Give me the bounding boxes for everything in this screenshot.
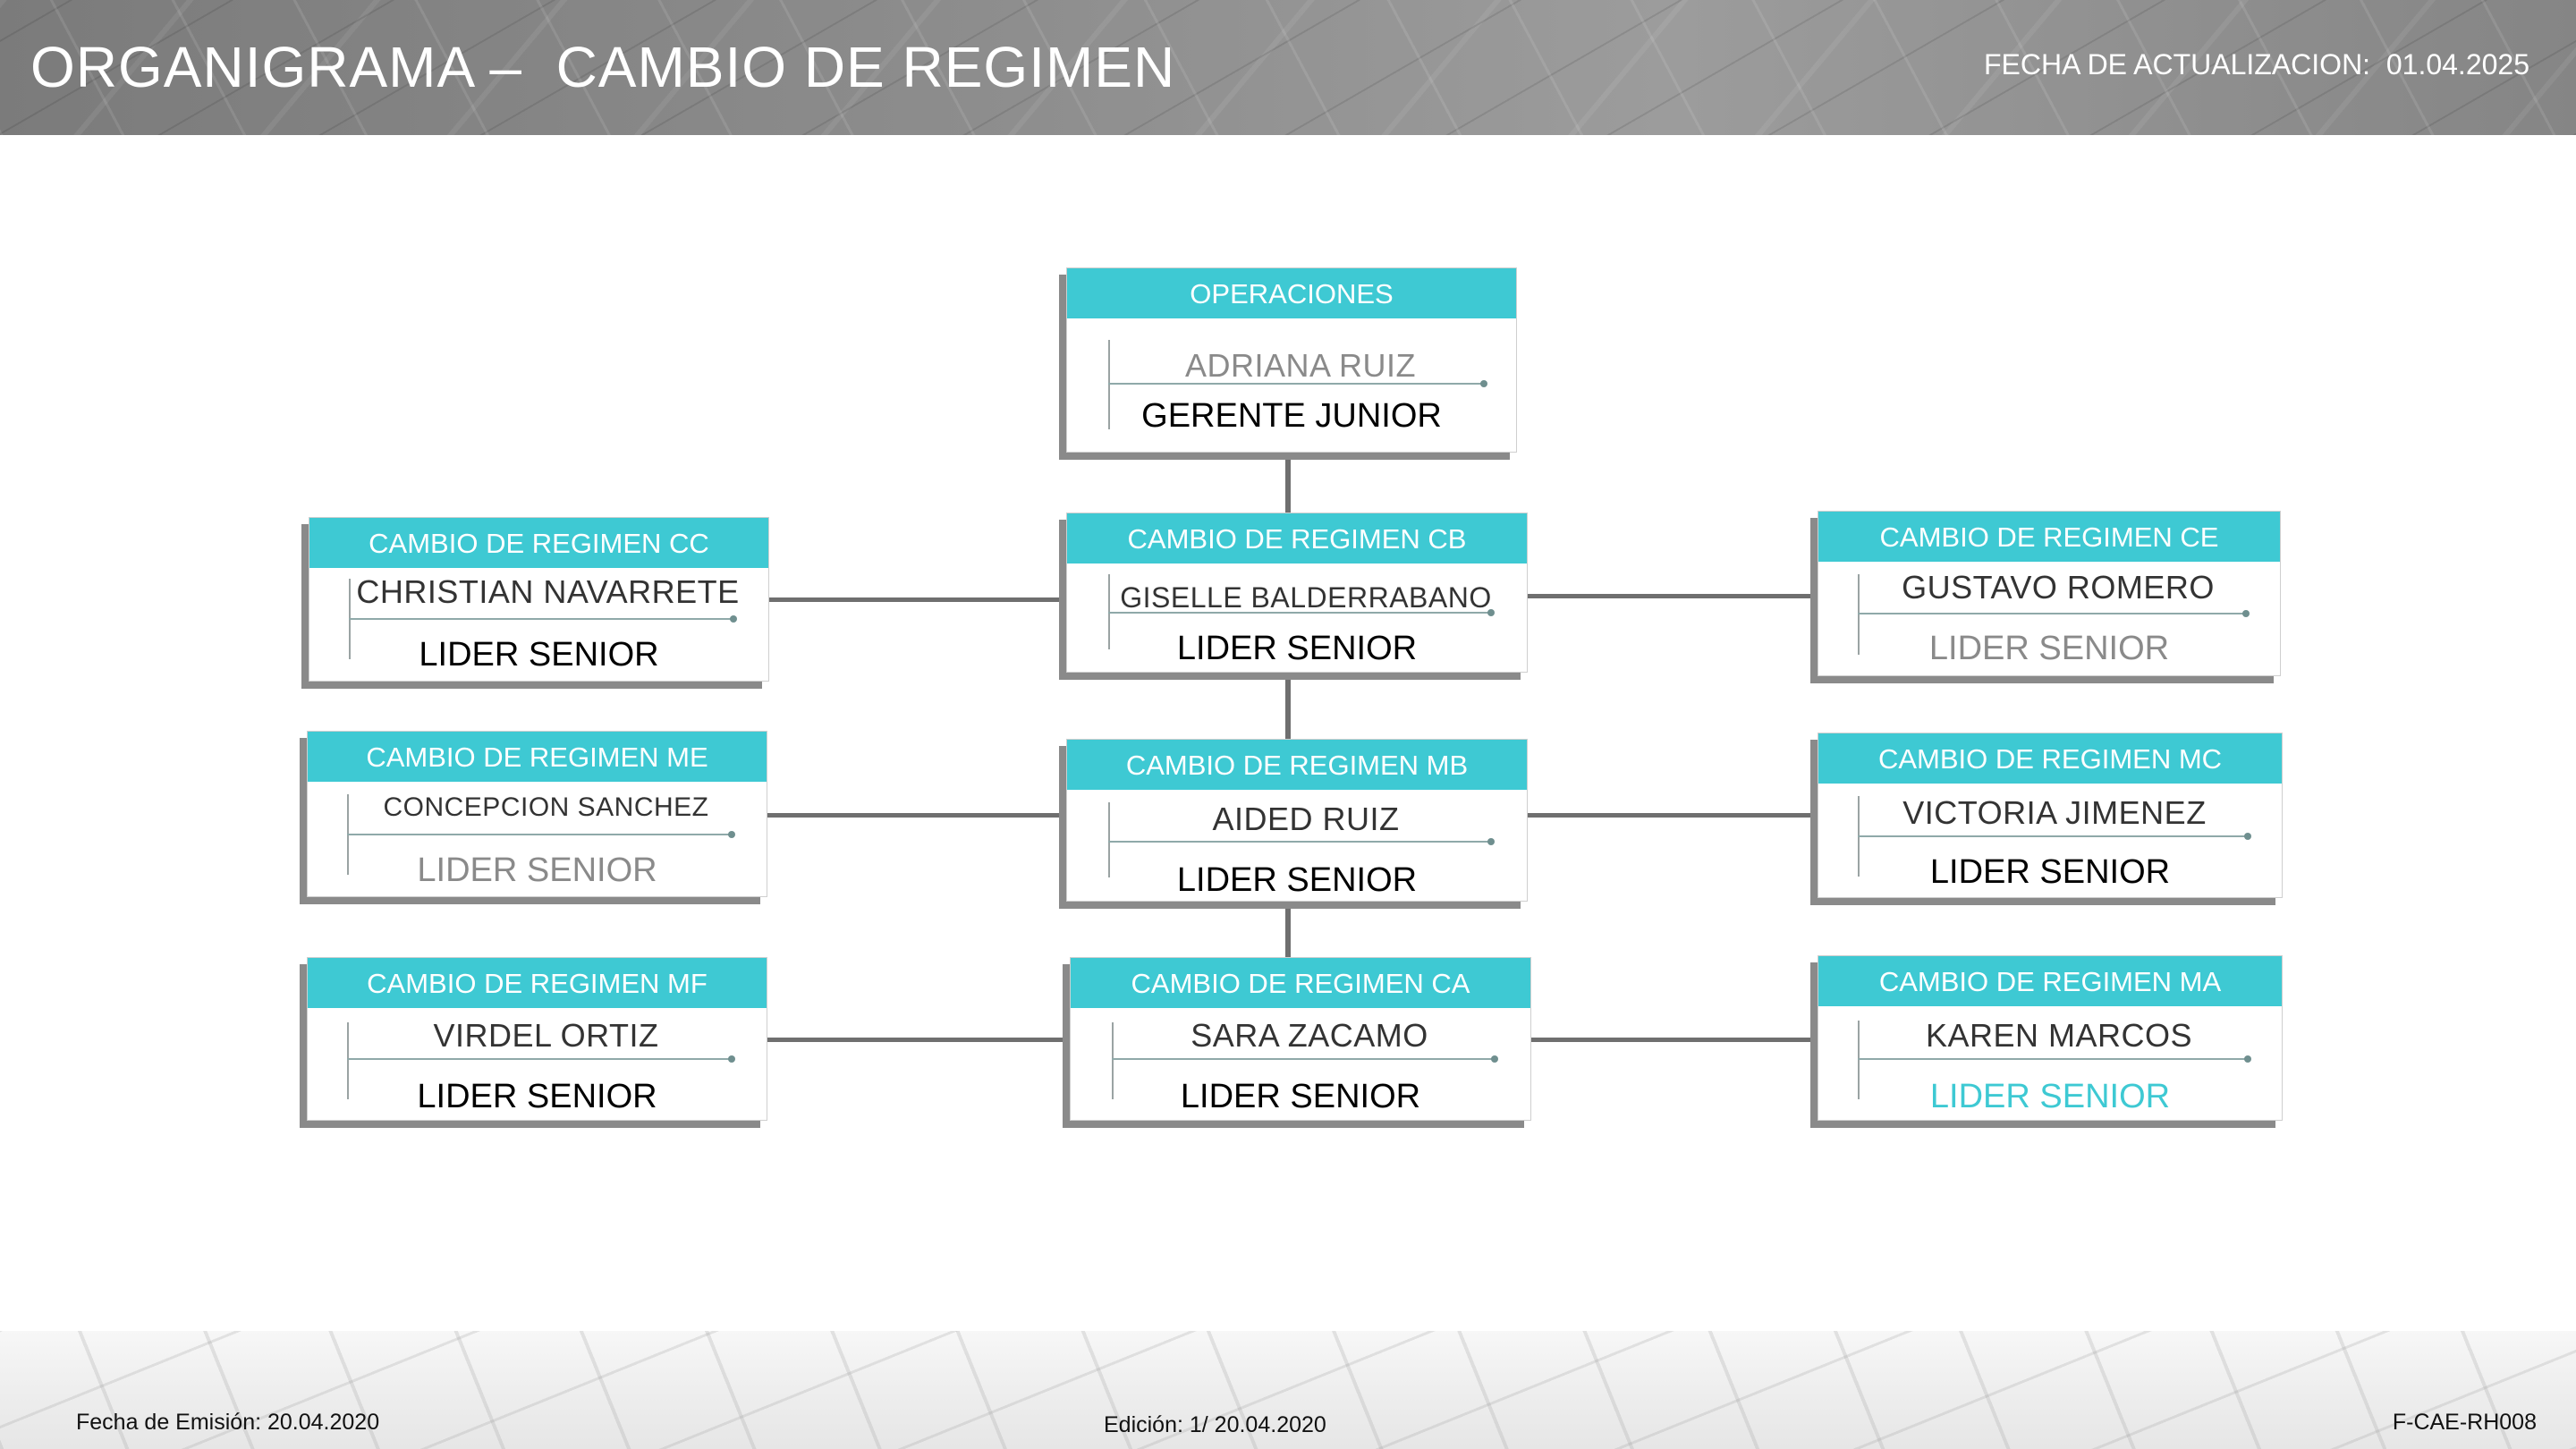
- org-box-me: CAMBIO DE REGIMEN ME CONCEPCION SANCHEZ …: [307, 731, 767, 897]
- divider-line: [1108, 383, 1482, 385]
- footer-banner: Fecha de Emisión: 20.04.2020 Edición: 1/…: [0, 1331, 2576, 1449]
- divider-dot: [1480, 380, 1487, 387]
- divider-dot: [2242, 610, 2250, 617]
- divider-dot: [2244, 833, 2251, 840]
- dept-title: CAMBIO DE REGIMEN MA: [1818, 956, 2282, 1006]
- divider-dot: [1487, 838, 1495, 845]
- divider-line: [1108, 612, 1489, 614]
- divider-line: [1108, 841, 1489, 843]
- dept-title: CAMBIO DE REGIMEN ME: [308, 732, 767, 782]
- connector-ca-ma: [1530, 1038, 1818, 1042]
- org-box-mf: CAMBIO DE REGIMEN MF VIRDEL ORTIZ LIDER …: [307, 957, 767, 1121]
- header-banner: ORGANIGRAMA – CAMBIO DE REGIMEN FECHA DE…: [0, 0, 2576, 135]
- footer-edition: Edición: 1/ 20.04.2020: [1104, 1412, 1326, 1437]
- person-role: GERENTE JUNIOR: [1141, 397, 1442, 435]
- org-box-cb: CAMBIO DE REGIMEN CB GISELLE BALDERRABAN…: [1066, 513, 1528, 673]
- divider-dot: [1491, 1055, 1498, 1063]
- accent-bar: [1858, 1021, 1860, 1099]
- person-role: LIDER SENIOR: [1176, 630, 1418, 667]
- org-box-ca: CAMBIO DE REGIMEN CA SARA ZACAMO LIDER S…: [1070, 957, 1531, 1121]
- person-name: VICTORIA JIMENEZ: [1902, 794, 2207, 831]
- org-box-mb: CAMBIO DE REGIMEN MB AIDED RUIZ LIDER SE…: [1066, 739, 1528, 902]
- person-name: CHRISTIAN NAVARRETE: [356, 573, 740, 610]
- page-title: ORGANIGRAMA – CAMBIO DE REGIMEN: [30, 35, 1176, 99]
- connector-cc-cb: [767, 597, 1066, 602]
- person-role: LIDER SENIOR: [417, 852, 657, 889]
- person-role: LIDER SENIOR: [1176, 861, 1418, 899]
- dept-title: OPERACIONES: [1067, 268, 1516, 318]
- accent-bar: [1858, 574, 1860, 655]
- person-name: CONCEPCION SANCHEZ: [383, 792, 709, 822]
- divider-dot: [1487, 609, 1495, 616]
- org-box-cc: CAMBIO DE REGIMEN CC CHRISTIAN NAVARRETE…: [309, 517, 769, 682]
- dept-title: CAMBIO DE REGIMEN CB: [1067, 513, 1527, 564]
- connector-ops-cb: [1285, 454, 1291, 513]
- connector-mf-ca: [766, 1038, 1070, 1042]
- dept-title: CAMBIO DE REGIMEN MF: [308, 958, 767, 1008]
- divider-line: [347, 834, 730, 835]
- divider-line: [347, 1058, 730, 1060]
- person-name: SARA ZACAMO: [1191, 1017, 1428, 1054]
- org-box-ma: CAMBIO DE REGIMEN MA KAREN MARCOS LIDER …: [1818, 955, 2283, 1121]
- person-role: LIDER SENIOR: [1929, 853, 2171, 891]
- dept-title: CAMBIO DE REGIMEN MC: [1818, 733, 2282, 784]
- divider-line: [1858, 835, 2246, 837]
- dept-title: CAMBIO DE REGIMEN MB: [1067, 740, 1527, 790]
- accent-bar: [1108, 802, 1110, 877]
- accent-bar: [1108, 340, 1110, 429]
- divider-line: [1112, 1058, 1493, 1060]
- connector-cb-ce: [1526, 594, 1818, 598]
- update-date: FECHA DE ACTUALIZACION: 01.04.2025: [1983, 48, 2529, 80]
- dept-title: CAMBIO DE REGIMEN CC: [309, 518, 768, 568]
- org-box-mc: CAMBIO DE REGIMEN MC VICTORIA JIMENEZ LI…: [1818, 733, 2283, 898]
- divider-dot: [728, 831, 735, 838]
- person-role: LIDER SENIOR: [417, 1078, 657, 1115]
- dept-title: CAMBIO DE REGIMEN CE: [1818, 512, 2280, 562]
- person-name: KAREN MARCOS: [1925, 1017, 2193, 1054]
- person-role: LIDER SENIOR: [1180, 1078, 1421, 1115]
- person-name: GUSTAVO ROMERO: [1902, 569, 2215, 606]
- org-box-ce: CAMBIO DE REGIMEN CE GUSTAVO ROMERO LIDE…: [1818, 511, 2281, 676]
- footer-doc-code: F-CAE-RH008: [2392, 1410, 2537, 1435]
- dept-title: CAMBIO DE REGIMEN CA: [1071, 958, 1530, 1008]
- divider-line: [1858, 613, 2244, 614]
- accent-bar: [347, 1022, 349, 1099]
- footer-emission-date: Fecha de Emisión: 20.04.2020: [76, 1410, 380, 1435]
- divider-dot: [730, 615, 737, 623]
- connector-me-mb: [766, 813, 1066, 818]
- connector-mb-ca: [1285, 900, 1291, 957]
- divider-line: [349, 618, 732, 620]
- person-role: LIDER SENIOR: [1929, 1078, 2171, 1115]
- org-box-operaciones: OPERACIONES ADRIANA RUIZ GERENTE JUNIOR: [1066, 267, 1517, 453]
- person-role: LIDER SENIOR: [419, 636, 659, 674]
- person-name: AIDED RUIZ: [1212, 801, 1400, 837]
- person-name: ADRIANA RUIZ: [1184, 347, 1417, 384]
- divider-line: [1858, 1058, 2246, 1060]
- accent-bar: [1112, 1022, 1114, 1099]
- connector-mb-mc: [1526, 813, 1818, 818]
- person-name: GISELLE BALDERRABANO: [1120, 581, 1492, 614]
- connector-cb-mb: [1285, 671, 1291, 739]
- divider-dot: [728, 1055, 735, 1063]
- person-role: LIDER SENIOR: [1928, 630, 2170, 667]
- divider-dot: [2244, 1055, 2251, 1063]
- person-name: VIRDEL ORTIZ: [433, 1017, 659, 1054]
